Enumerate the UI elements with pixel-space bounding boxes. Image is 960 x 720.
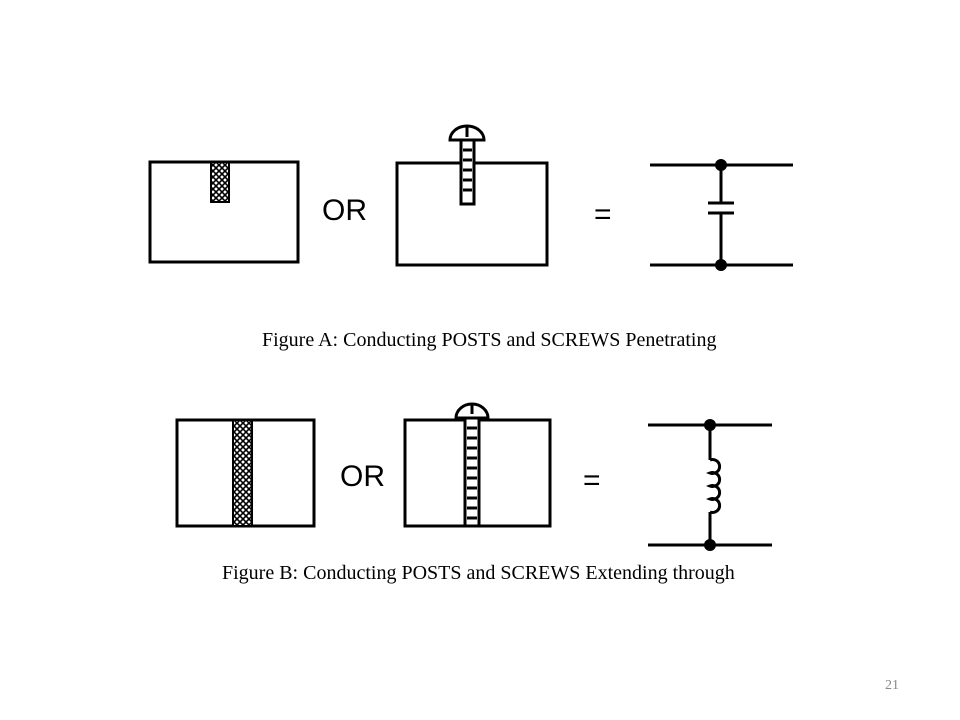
capacitor-symbol [650, 159, 793, 271]
junction-dot [704, 419, 716, 431]
equals-label: = [583, 464, 601, 497]
figure-a-screw-block [395, 124, 549, 267]
figure-b: OR = [175, 402, 772, 551]
conducting-post [210, 161, 230, 203]
page-number: 21 [885, 678, 899, 693]
figure-b-post-block [175, 418, 316, 528]
or-label: OR [322, 194, 367, 227]
figure-a-post-block [148, 160, 300, 264]
screw-shaft [463, 416, 481, 528]
screw-threads [467, 426, 477, 520]
inductor-coil [705, 458, 722, 514]
screw-shaft [459, 138, 476, 206]
figure-a: OR = [148, 124, 793, 271]
or-label: OR [340, 460, 385, 493]
figure-b-caption: Figure B: Conducting POSTS and SCREWS Ex… [222, 562, 735, 584]
junction-dot [715, 259, 727, 271]
junction-dot [704, 539, 716, 551]
figure-a-caption: Figure A: Conducting POSTS and SCREWS Pe… [262, 329, 717, 351]
junction-dot [715, 159, 727, 171]
screw-threads [463, 148, 472, 192]
conducting-post [232, 419, 253, 527]
equals-label: = [594, 198, 612, 231]
inductor-symbol [648, 419, 772, 551]
figure-b-screw-block [403, 402, 552, 528]
